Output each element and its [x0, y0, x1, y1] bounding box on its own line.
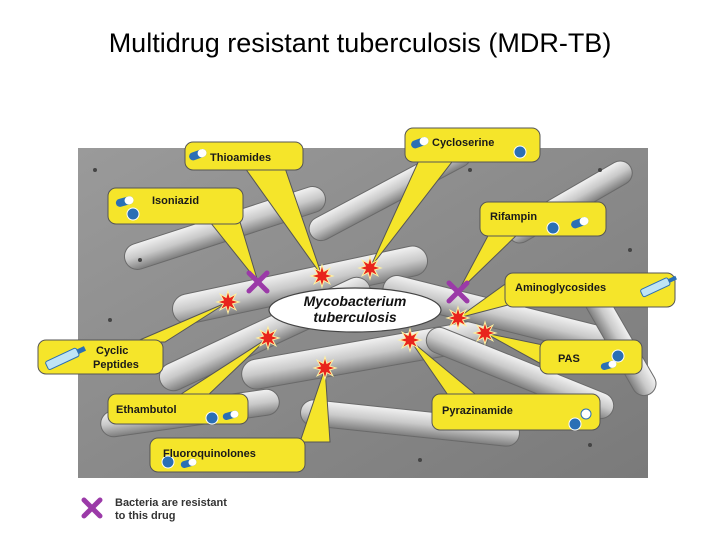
tablet-icon: [513, 145, 527, 159]
pill-icons: [45, 136, 677, 469]
effective-marker-aminoglycosides: [445, 305, 471, 331]
resistant-marker-rifampin: [446, 280, 470, 304]
box-isoniazid: [107, 187, 244, 225]
box-cyclic-peptides: [37, 339, 164, 375]
pointer-fluoroquinolones: [299, 367, 331, 443]
drug-label-isoniazid: Isoniazid: [152, 195, 199, 207]
legend-text-line2: to this drug: [115, 510, 176, 522]
box-pas: [539, 339, 643, 375]
pill-icon: [115, 196, 134, 207]
effective-marker-pyrazinamide: [397, 327, 423, 353]
pill-icon: [189, 148, 207, 161]
drug-label-cyclic-peptides: Cyclic Peptides: [93, 345, 139, 371]
syringe-icon: [640, 275, 677, 298]
tablet-icon: [205, 411, 219, 425]
drug-label-pas: PAS: [558, 353, 580, 365]
effective-marker-cycloserine: [357, 255, 383, 281]
drug-label-pyrazinamide: Pyrazinamide: [442, 405, 513, 417]
drug-label-thioamides: Thioamides: [210, 152, 271, 164]
drug-labels: Thioamides Cycloserine Isoniazid Rifampi…: [93, 137, 606, 460]
tablet-icon: [580, 408, 592, 420]
tablet-icon: [568, 417, 582, 431]
callout-boxes: [37, 127, 676, 473]
drug-label-peptides: Peptides: [93, 359, 139, 371]
pill-icon: [411, 136, 429, 149]
legend-text-line1: Bacteria are resistant: [115, 497, 227, 509]
center-label-line1: Mycobacterium: [304, 293, 407, 309]
box-thioamides: [184, 141, 304, 171]
page-title: Multidrug resistant tuberculosis (MDR-TB…: [108, 28, 612, 58]
drug-label-fluoroquinolones: Fluoroquinolones: [163, 448, 256, 460]
legend: Bacteria are resistant to this drug: [81, 497, 227, 522]
effective-marker-ethambutol: [255, 325, 281, 351]
effective-marker-cyclic-peptides: [215, 289, 241, 315]
pill-icon: [571, 216, 589, 229]
drug-label-cyclic: Cyclic: [96, 345, 128, 357]
box-cycloserine: [404, 127, 541, 163]
effective-marker-thioamides: [309, 263, 335, 289]
effective-marker-pas: [472, 320, 498, 346]
drug-label-cycloserine: Cycloserine: [432, 137, 494, 149]
drug-label-aminoglycosides: Aminoglycosides: [515, 282, 606, 294]
center-label-line2: tuberculosis: [313, 309, 396, 325]
effective-marker-fluoroquinolones: [312, 355, 338, 381]
tablet-icon: [611, 349, 625, 363]
resistant-x-icon: [81, 497, 103, 519]
resistant-marker-isoniazid: [246, 270, 270, 294]
center-label: Mycobacterium tuberculosis: [268, 287, 442, 333]
pill-icon: [222, 410, 239, 420]
drug-label-rifampin: Rifampin: [490, 211, 537, 223]
box-aminoglycosides: [504, 272, 676, 308]
syringe-icon: [45, 346, 87, 370]
pill-icon: [600, 360, 617, 370]
tablet-icon: [126, 207, 140, 221]
box-pyrazinamide: [431, 393, 601, 431]
tablet-icon: [161, 455, 175, 469]
pill-icon: [180, 458, 197, 468]
drug-label-ethambutol: Ethambutol: [116, 404, 177, 416]
tablet-icon: [546, 221, 560, 235]
callout-pointers: [134, 157, 544, 443]
drug-markers: [215, 255, 498, 381]
